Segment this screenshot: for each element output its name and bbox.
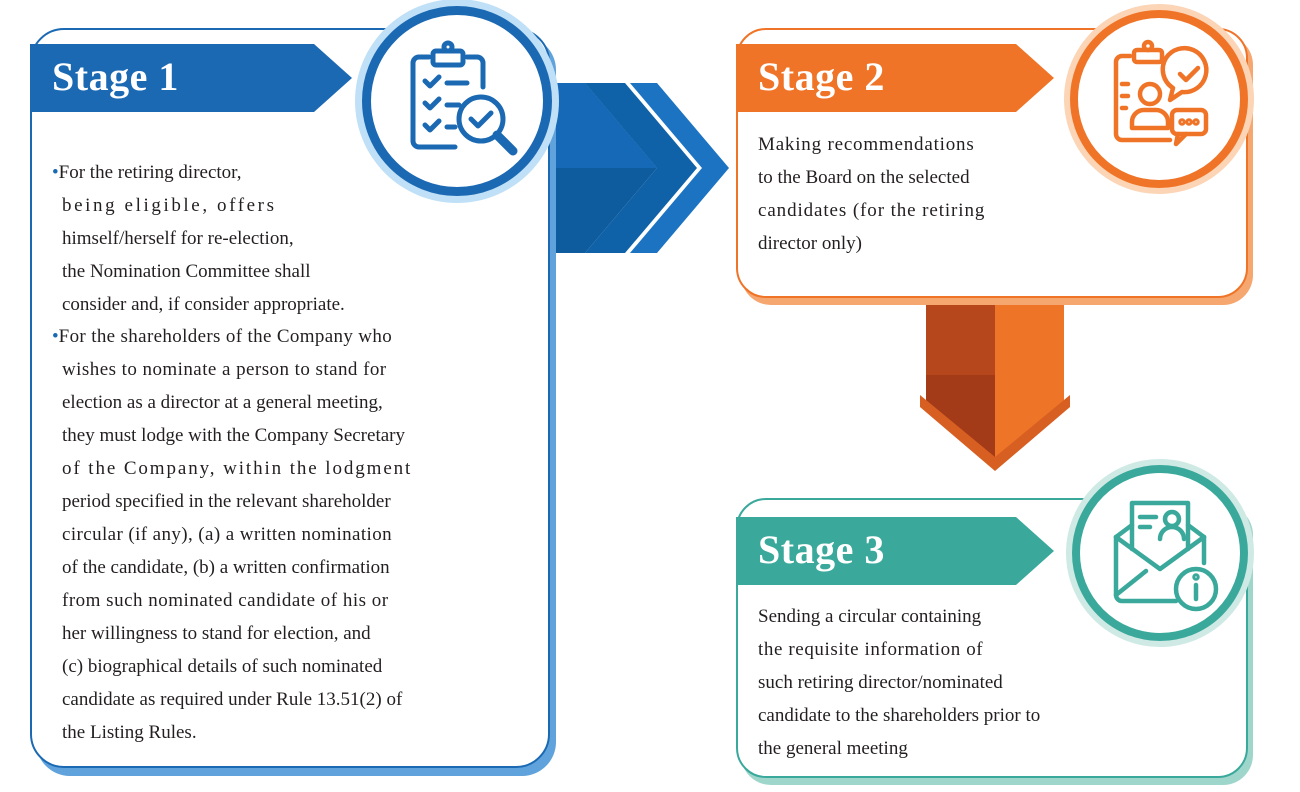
stage-2-banner: Stage 2 xyxy=(736,44,1054,112)
down-chevron-arrow-icon xyxy=(920,285,1070,471)
stage-1-b2-line-11: (c) biographical details of such nominat… xyxy=(62,656,383,677)
clipboard-person-chat-icon xyxy=(1113,39,1209,147)
stage-3-icon-circle xyxy=(1072,465,1248,641)
stage-3-banner: Stage 3 xyxy=(736,517,1054,585)
stage-3-text: Sending a circular containing the requis… xyxy=(758,600,1228,765)
envelope-letter-info-icon xyxy=(1113,500,1219,612)
stage-2-title: Stage 2 xyxy=(758,54,885,99)
stage-2-line-4: director only) xyxy=(758,233,862,254)
stage-1-b1-line-2: being eligible, offers xyxy=(62,195,277,216)
right-chevron-arrow-icon xyxy=(545,83,729,253)
bullet-dot-icon: • xyxy=(52,162,59,183)
stage-1-b2-line-3: election as a director at a general meet… xyxy=(62,392,383,413)
stage-3-line-1: Sending a circular containing xyxy=(758,606,982,627)
stage-1-b1-line-4: the Nomination Committee shall xyxy=(62,261,311,282)
stage-1-b1-line-5: consider and, if consider appropriate. xyxy=(62,294,345,315)
stage-1-b2-line-7: circular (if any), (a) a written nominat… xyxy=(62,524,393,545)
stage-1-title: Stage 1 xyxy=(52,54,179,99)
stage-1-b2-line-4: they must lodge with the Company Secreta… xyxy=(62,425,405,446)
stage-1-b2-line-12: candidate as required under Rule 13.51(2… xyxy=(62,689,403,710)
stage-1-b2-line-6: period specified in the relevant shareho… xyxy=(62,491,391,512)
stage-1-bullet-1: •For the retiring director, being eligib… xyxy=(52,156,352,321)
stage-1-b2-line-5: of the Company, within the lodgment xyxy=(62,458,413,479)
stage-2-icon-circle xyxy=(1070,10,1248,188)
stage-1-b2-line-2: wishes to nominate a person to stand for xyxy=(62,359,387,380)
stage-3-line-4: candidate to the shareholders prior to xyxy=(758,705,1041,726)
stage-1-banner: Stage 1 xyxy=(30,44,352,112)
stage-2-line-3: candidates (for the retiring xyxy=(758,200,986,221)
clipboard-search-icon xyxy=(410,40,518,156)
stage-2-line-1: Making recommendations xyxy=(758,134,975,155)
stage-1-b2-line-10: her willingness to stand for election, a… xyxy=(62,623,371,644)
stage-3-title: Stage 3 xyxy=(758,527,885,572)
stage-1-b1-line-3: himself/herself for re-election, xyxy=(62,228,294,249)
stage-3-line-5: the general meeting xyxy=(758,738,908,759)
stage-1-b2-line-13: the Listing Rules. xyxy=(62,722,197,743)
stage-3-line-3: such retiring director/nominated xyxy=(758,672,1003,693)
stage-1-b1-line-1: For the retiring director, xyxy=(58,162,242,183)
stage-1-b2-line-1: For the shareholders of the Company who xyxy=(58,326,393,347)
stage-1-bullet-2: •For the shareholders of the Company who… xyxy=(52,320,530,749)
stage-2-line-2: to the Board on the selected xyxy=(758,167,970,188)
stage-3-line-2: the requisite information of xyxy=(758,639,984,660)
stage-1-b2-line-8: of the candidate, (b) a written confirma… xyxy=(62,557,390,578)
stage-1-b2-line-9: from such nominated candidate of his or xyxy=(62,590,389,611)
stage-1-icon-circle xyxy=(362,6,552,196)
bullet-dot-icon: • xyxy=(52,326,59,347)
stage-2-text: Making recommendations to the Board on t… xyxy=(758,128,1068,260)
